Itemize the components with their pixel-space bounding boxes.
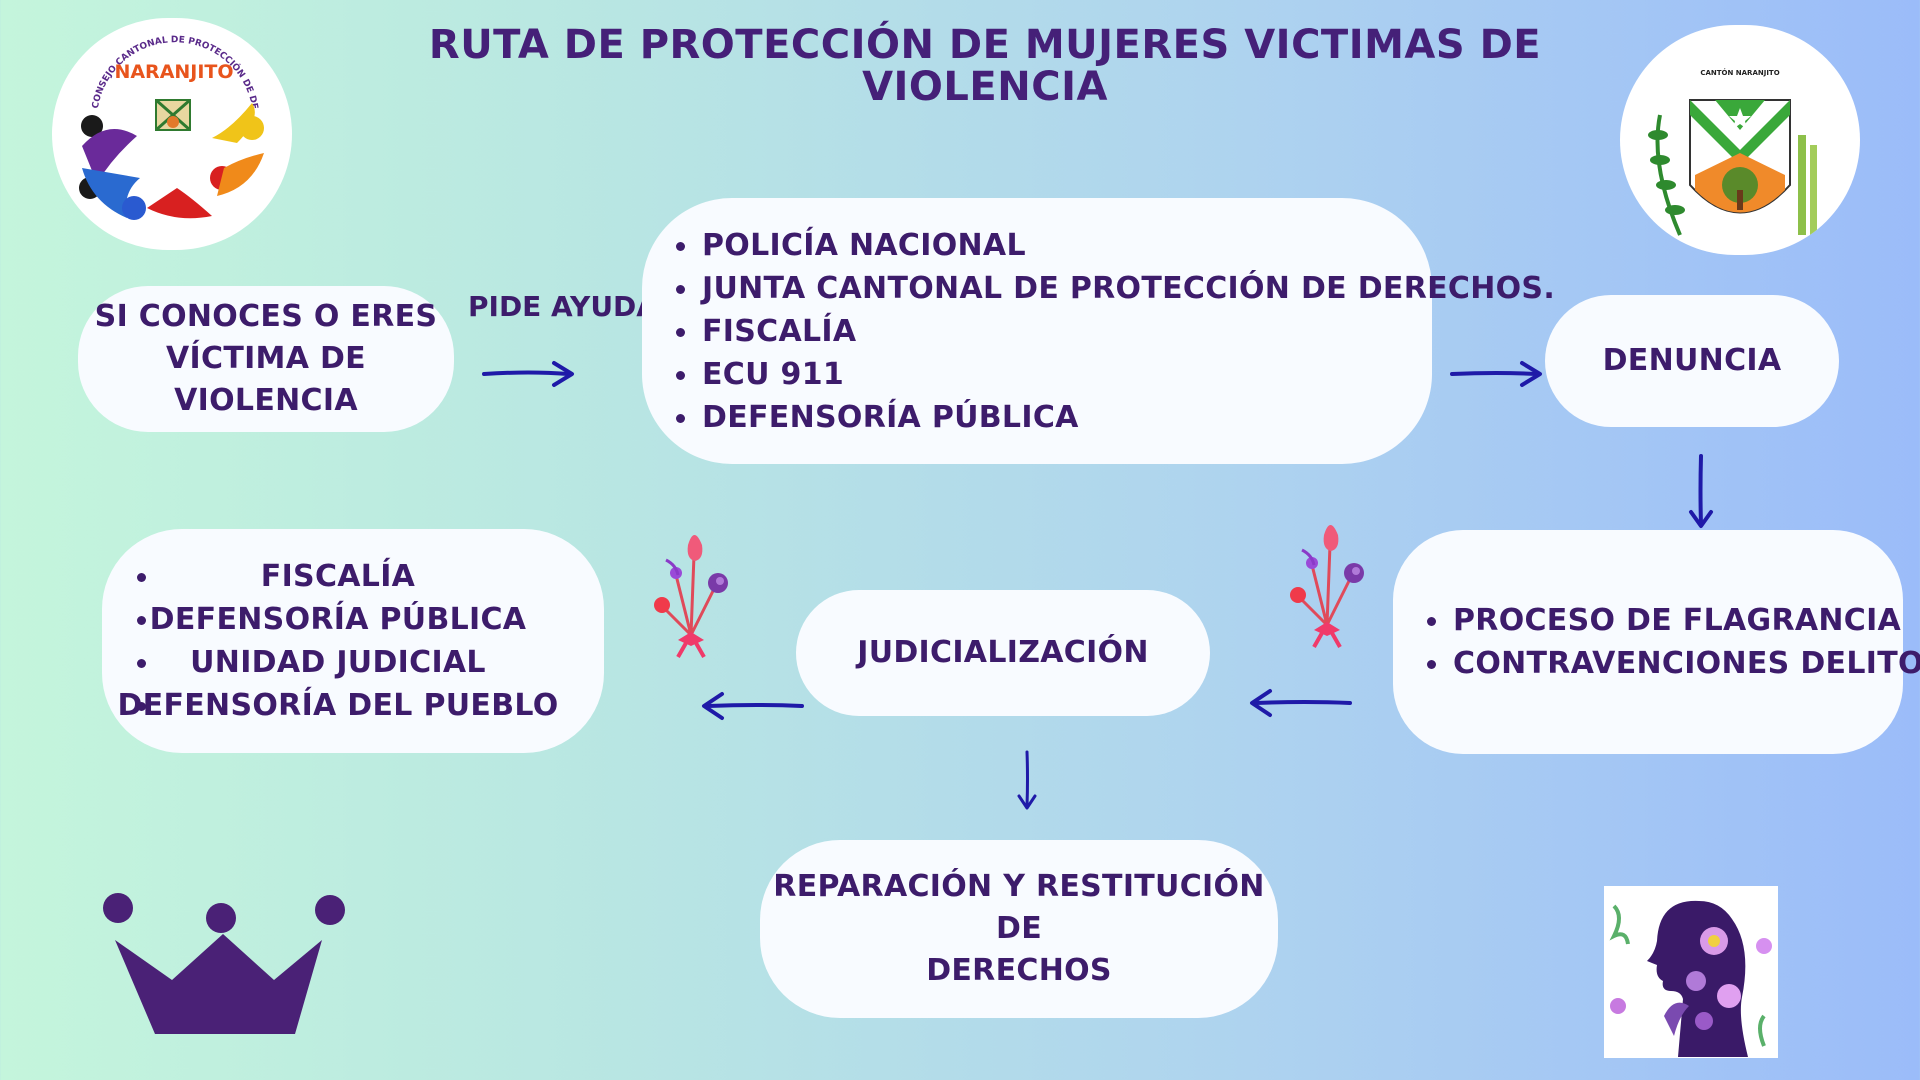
institution-item: FISCALÍA bbox=[102, 555, 574, 598]
proceso-item: CONTRAVENCIONES DELITOS bbox=[1423, 642, 1920, 685]
woman-floral-illustration bbox=[1604, 886, 1778, 1058]
proceso-item: PROCESO DE FLAGRANCIA bbox=[1423, 599, 1903, 642]
arrow-proceso-to-judicializacion bbox=[1250, 689, 1352, 717]
judicializacion-node: JUDICIALIZACIÓN bbox=[796, 590, 1210, 716]
institution-item: DEFENSORÍA PÚBLICA bbox=[102, 598, 574, 641]
denuncia-label: DENUNCIA bbox=[1602, 343, 1782, 378]
help-service-item: FISCALÍA bbox=[672, 310, 1432, 353]
arrow-judicializacion-to-reparacion bbox=[1017, 750, 1037, 810]
help-services-list: POLICÍA NACIONAL JUNTA CANTONAL DE PROTE… bbox=[672, 224, 1555, 439]
arrow-judicializacion-to-institutions bbox=[702, 692, 804, 720]
institutions-list: FISCALÍA DEFENSORÍA PÚBLICA UNIDAD JUDIC… bbox=[102, 555, 574, 727]
arrow-help-to-denuncia bbox=[1450, 361, 1542, 387]
arrow-denuncia-to-proceso bbox=[1689, 454, 1713, 528]
page-title: RUTA DE PROTECCIÓN DE MUJERES VICTIMAS D… bbox=[428, 22, 1542, 110]
proceso-list: PROCESO DE FLAGRANCIA CONTRAVENCIONES DE… bbox=[1423, 599, 1920, 685]
logo-name-text: NARANJITO bbox=[114, 61, 233, 83]
coat-of-arms-label: CANTÓN NARANJITO bbox=[1700, 68, 1779, 77]
flower-bouquet-icon bbox=[1290, 525, 1364, 648]
reparacion-line-2: DERECHOS bbox=[926, 953, 1112, 988]
judicializacion-label: JUDICIALIZACIÓN bbox=[857, 635, 1149, 670]
start-line-1: SI CONOCES O ERES bbox=[94, 299, 438, 334]
pide-ayuda-label: PIDE AYUDA bbox=[468, 290, 658, 323]
start-line-2: VÍCTIMA DE VIOLENCIA bbox=[166, 341, 366, 418]
institution-item: DEFENSORÍA DEL PUEBLO bbox=[102, 684, 574, 727]
help-services-node: POLICÍA NACIONAL JUNTA CANTONAL DE PROTE… bbox=[642, 198, 1555, 464]
arrow-start-to-help bbox=[482, 361, 574, 387]
help-service-item: POLICÍA NACIONAL bbox=[672, 224, 1432, 267]
help-service-item: ECU 911 bbox=[672, 353, 1432, 396]
reparacion-line-1: REPARACIÓN Y RESTITUCIÓN DE bbox=[773, 869, 1265, 946]
reparacion-node: REPARACIÓN Y RESTITUCIÓN DE DERECHOS bbox=[760, 840, 1278, 1018]
consejo-cantonal-logo: CONSEJO CANTONAL DE PROTECCIÓN DE DERECH… bbox=[52, 18, 292, 250]
crown-icon bbox=[103, 893, 345, 1034]
flower-bouquet-icon bbox=[654, 535, 728, 658]
institutions-node: FISCALÍA DEFENSORÍA PÚBLICA UNIDAD JUDIC… bbox=[102, 529, 604, 753]
help-service-item: JUNTA CANTONAL DE PROTECCIÓN DE DERECHOS… bbox=[672, 267, 1555, 310]
institution-item: UNIDAD JUDICIAL bbox=[102, 641, 574, 684]
start-node: SI CONOCES O ERES VÍCTIMA DE VIOLENCIA bbox=[78, 286, 454, 432]
help-service-item: DEFENSORÍA PÚBLICA bbox=[672, 396, 1432, 439]
canton-naranjito-coat-of-arms: CANTÓN NARANJITO bbox=[1620, 25, 1860, 255]
denuncia-node: DENUNCIA bbox=[1545, 295, 1839, 427]
proceso-node: PROCESO DE FLAGRANCIA CONTRAVENCIONES DE… bbox=[1393, 530, 1920, 754]
